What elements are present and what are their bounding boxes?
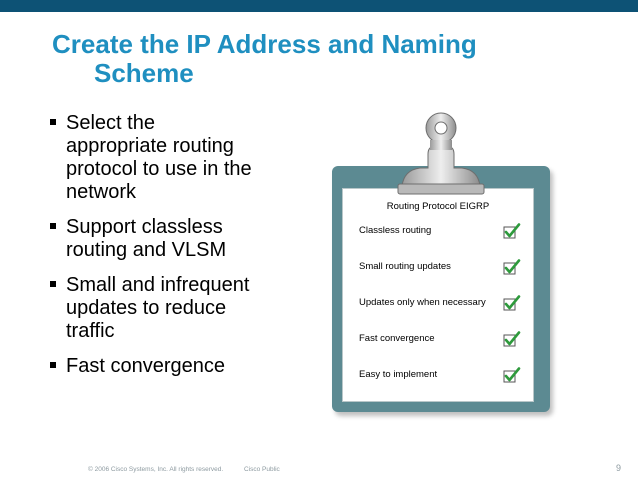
- checkbox-checked-icon: [503, 331, 521, 347]
- slide-title-line-2: Scheme: [94, 58, 194, 88]
- checkbox-checked-icon: [503, 367, 521, 383]
- bullet-square-icon: [50, 281, 56, 287]
- slide-title: Create the IP Address and Naming Scheme: [52, 30, 612, 88]
- bullet-line: appropriate routing: [66, 135, 234, 157]
- clipboard-paper: Routing Protocol EIGRP Classless routing…: [342, 188, 534, 402]
- bullet-line: routing and VLSM: [66, 239, 227, 261]
- bullet-square-icon: [50, 119, 56, 125]
- checklist-item: Small routing updates: [359, 259, 529, 275]
- bullet-item: Select the appropriate routing protocol …: [50, 112, 290, 204]
- clipboard-illustration: Routing Protocol EIGRP Classless routing…: [316, 110, 566, 430]
- bullet-line: updates to reduce: [66, 297, 227, 319]
- checklist-item-label: Fast convergence: [359, 333, 435, 344]
- bullet-square-icon: [50, 362, 56, 368]
- footer-classification: Cisco Public: [244, 466, 280, 473]
- page-number: 9: [616, 463, 622, 473]
- bullet-line: network: [66, 181, 137, 203]
- checklist-item-label: Updates only when necessary: [359, 297, 486, 308]
- bullet-line: protocol to use in the: [66, 158, 252, 180]
- checkbox-checked-icon: [503, 223, 521, 239]
- checklist-item-label: Easy to implement: [359, 369, 438, 380]
- checklist-item-label: Classless routing: [359, 225, 432, 236]
- bullet-line: traffic: [66, 320, 115, 342]
- checklist-title: Routing Protocol EIGRP: [386, 201, 490, 212]
- top-banner: [0, 0, 638, 12]
- bullet-line: Support classless: [66, 216, 223, 238]
- bullet-line: Small and infrequent: [66, 274, 250, 296]
- slide-title-line-1: Create the IP Address and Naming: [52, 29, 477, 59]
- checkbox-checked-icon: [503, 259, 521, 275]
- checklist-item: Classless routing: [359, 223, 529, 239]
- checklist-item: Fast convergence: [359, 331, 529, 347]
- checkbox-checked-icon: [503, 295, 521, 311]
- clipboard-clip-icon: [397, 112, 485, 195]
- checklist-item: Easy to implement: [359, 367, 529, 383]
- checklist-item: Updates only when necessary: [359, 295, 529, 311]
- checklist-item-label: Small routing updates: [359, 261, 451, 272]
- bullet-item: Fast convergence: [50, 355, 290, 378]
- bullet-item: Small and infrequent updates to reduce t…: [50, 274, 290, 343]
- footer-copyright: © 2006 Cisco Systems, Inc. All rights re…: [88, 466, 224, 473]
- bullet-list: Select the appropriate routing protocol …: [50, 112, 290, 390]
- bullet-line: Fast convergence: [66, 355, 225, 377]
- bullet-line: Select the: [66, 112, 155, 134]
- bullet-square-icon: [50, 223, 56, 229]
- bullet-item: Support classless routing and VLSM: [50, 216, 290, 262]
